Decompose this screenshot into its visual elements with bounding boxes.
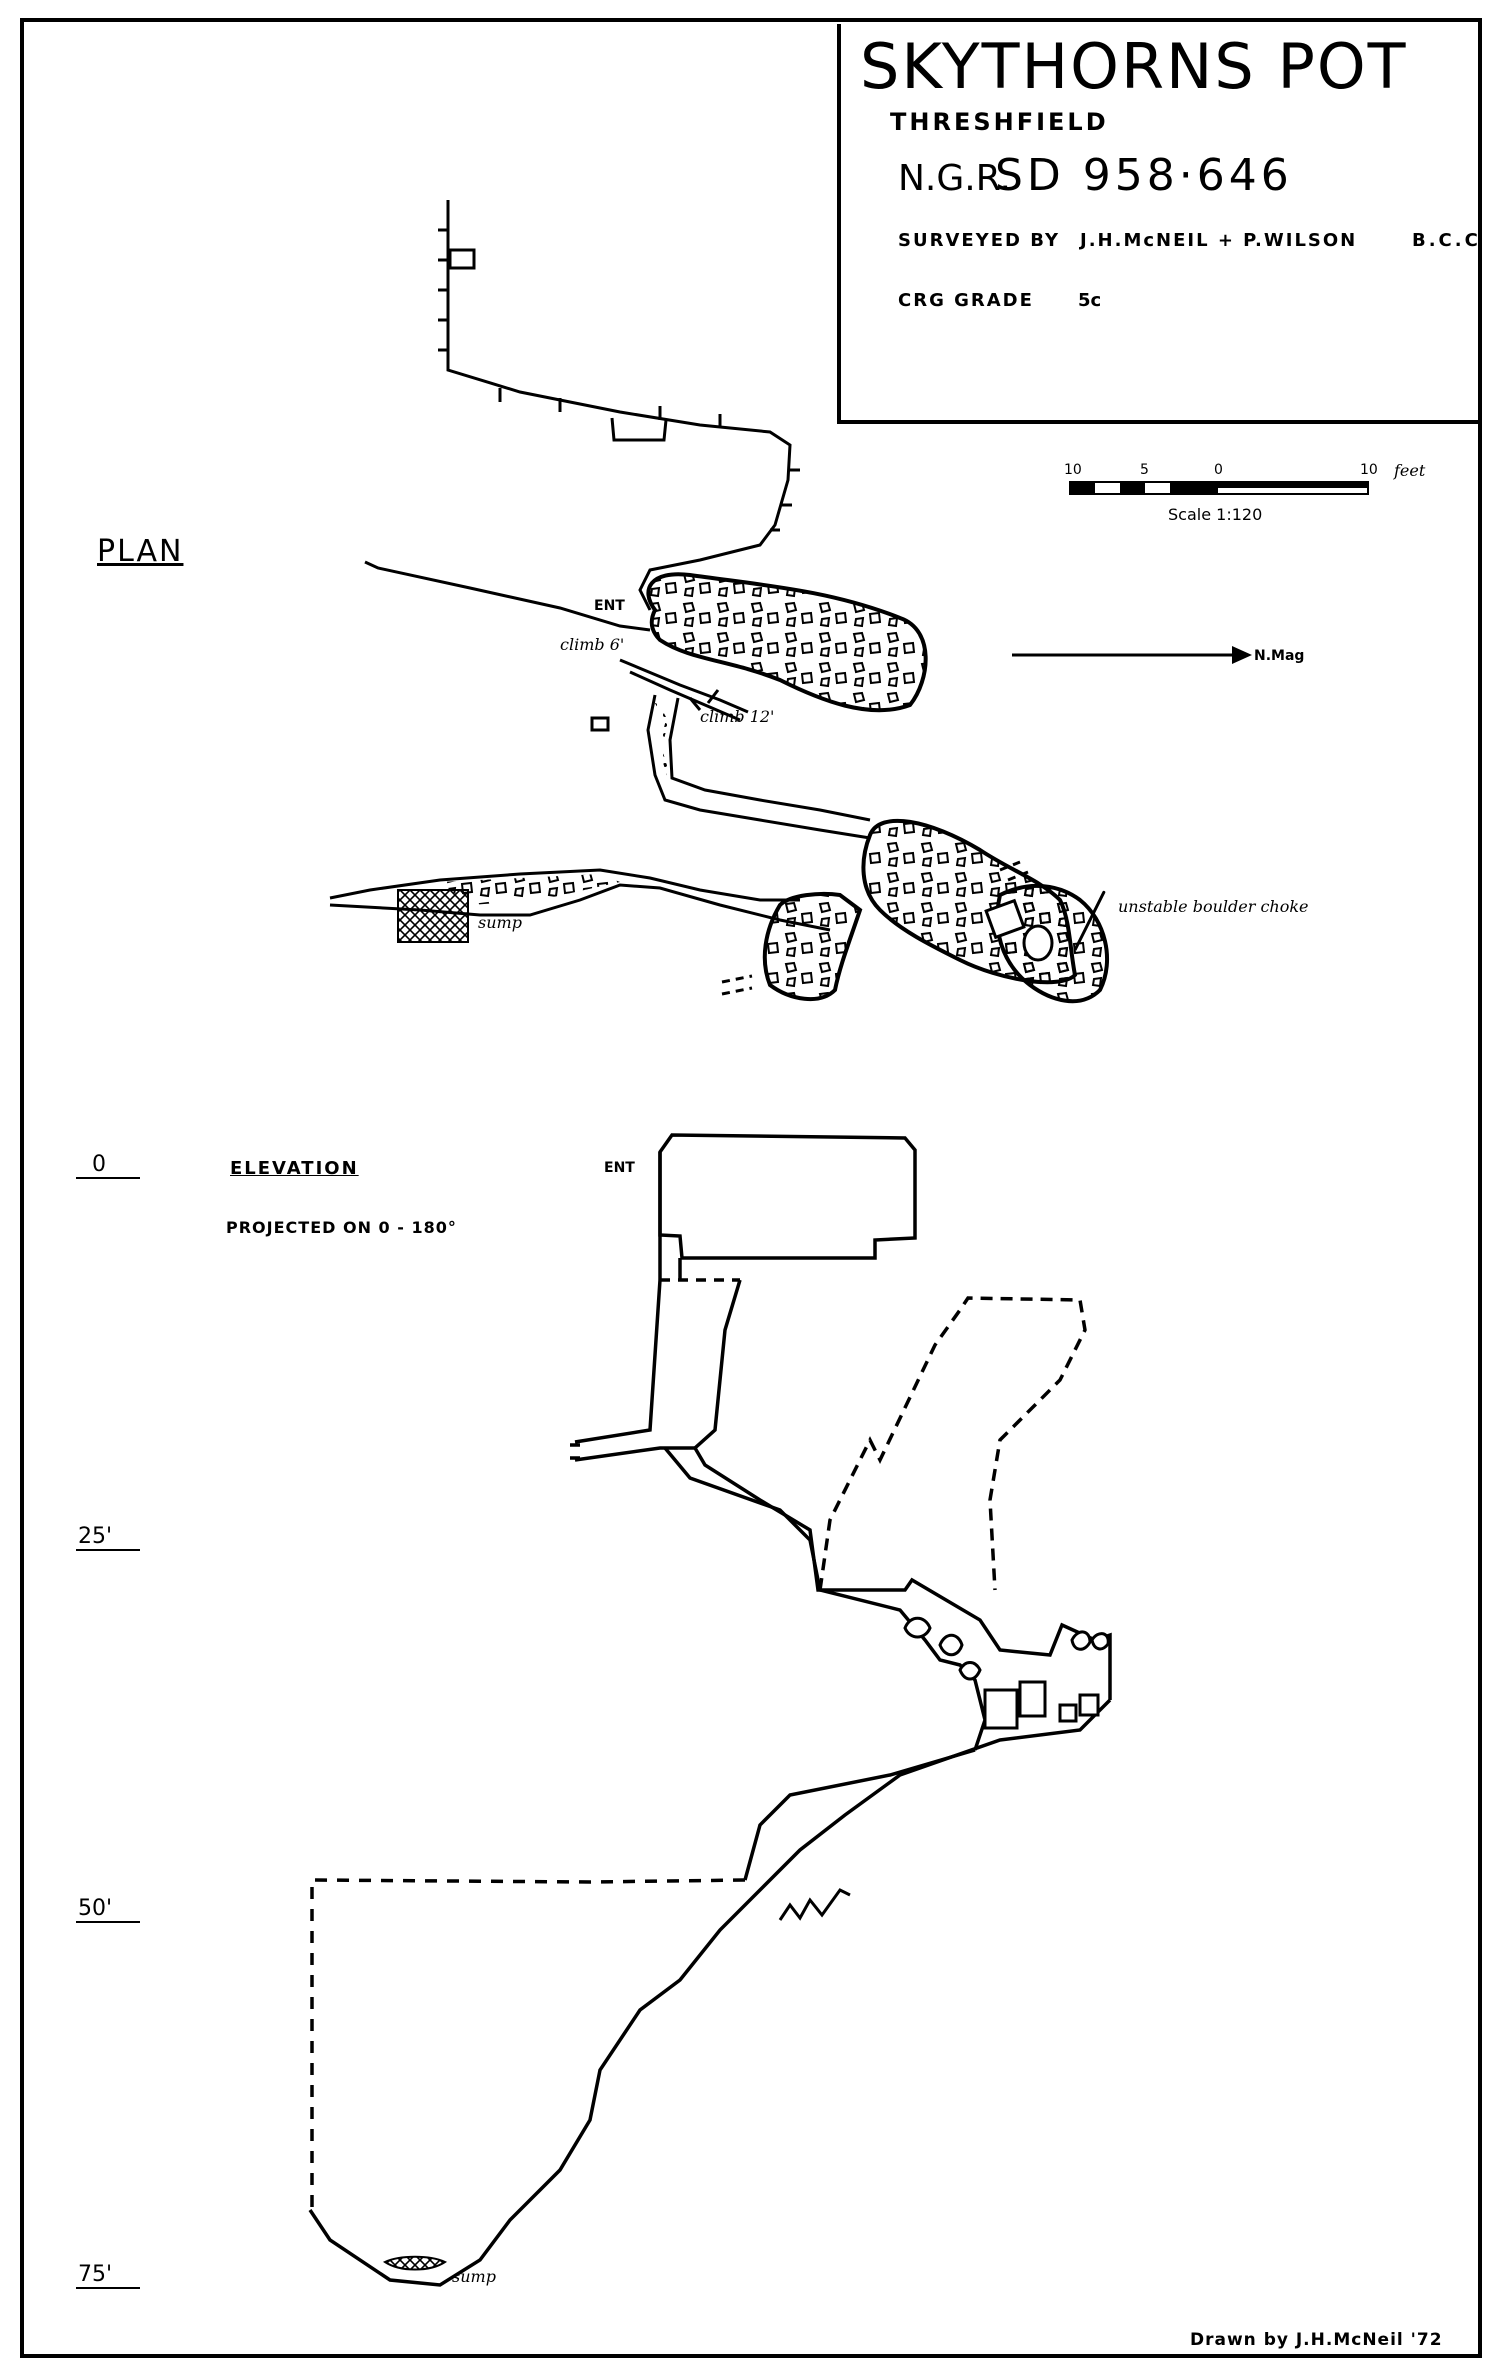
climb-12-label: climb 12' (700, 707, 774, 726)
elevation-profile (308, 1133, 1112, 2287)
plan-west-passage (329, 868, 863, 1002)
scale-tick-10-left: 10 (1064, 462, 1082, 478)
depth-mark-25: 25' (78, 1524, 113, 1549)
drawn-by-credit: Drawn by J.H.McNeil '72 (1190, 2330, 1443, 2350)
plan-entrance-chamber (646, 572, 928, 713)
depth-mark-75: 75' (78, 2262, 113, 2287)
projection-note: PROJECTED ON 0 - 180° (226, 1218, 457, 1237)
grid-ref-label: N.G.R. (898, 158, 1011, 199)
survey-title: SKYTHORNS POT (860, 30, 1408, 103)
location-name: THRESHFIELD (890, 108, 1109, 136)
scale-tick-0: 0 (1214, 462, 1223, 478)
north-label: N.Mag (1254, 648, 1304, 664)
elevation-sump-label: sump (452, 2267, 496, 2286)
elevation-entrance-label: ENT (604, 1160, 635, 1176)
title-block (837, 24, 1482, 424)
elevation-sump-pool (382, 2255, 448, 2271)
plan-heading: PLAN (97, 534, 184, 569)
surveyed-by-label: SURVEYED BY (898, 230, 1060, 251)
depth-mark-50: 50' (78, 1896, 113, 1921)
grade-value: 5c (1078, 290, 1102, 311)
club-name: B.C.C (1412, 230, 1481, 251)
scale-tick-5: 5 (1140, 462, 1149, 478)
elevation-heading: ELEVATION (230, 1158, 359, 1179)
plan-entrance-label: ENT (594, 598, 625, 614)
plan-rift-passages (364, 560, 871, 840)
elevation-boulders (778, 1616, 1110, 1921)
scale-tick-10-right: 10 (1360, 462, 1378, 478)
scale-caption: Scale 1:120 (1168, 505, 1263, 524)
grade-label: CRG GRADE (898, 290, 1034, 311)
scale-bar: 10 5 0 10 feet (1064, 461, 1426, 495)
scale-unit: feet (1393, 461, 1426, 480)
plan-upper-passage (438, 200, 800, 611)
grid-ref-value: SD 958·646 (995, 150, 1293, 201)
plan-sump-label: sump (478, 913, 522, 932)
sheet-border (20, 18, 1482, 2358)
plan-choke-area (984, 883, 1109, 1004)
surveyor-names: J.H.McNEIL + P.WILSON (1080, 230, 1358, 251)
climb-6-label: climb 6' (560, 635, 624, 654)
north-arrow-icon: N.Mag (1012, 646, 1304, 664)
depth-tick-lines (76, 1177, 140, 2289)
depth-mark-0: 0 (92, 1152, 106, 1177)
unstable-choke-label: unstable boulder choke (1118, 897, 1309, 916)
